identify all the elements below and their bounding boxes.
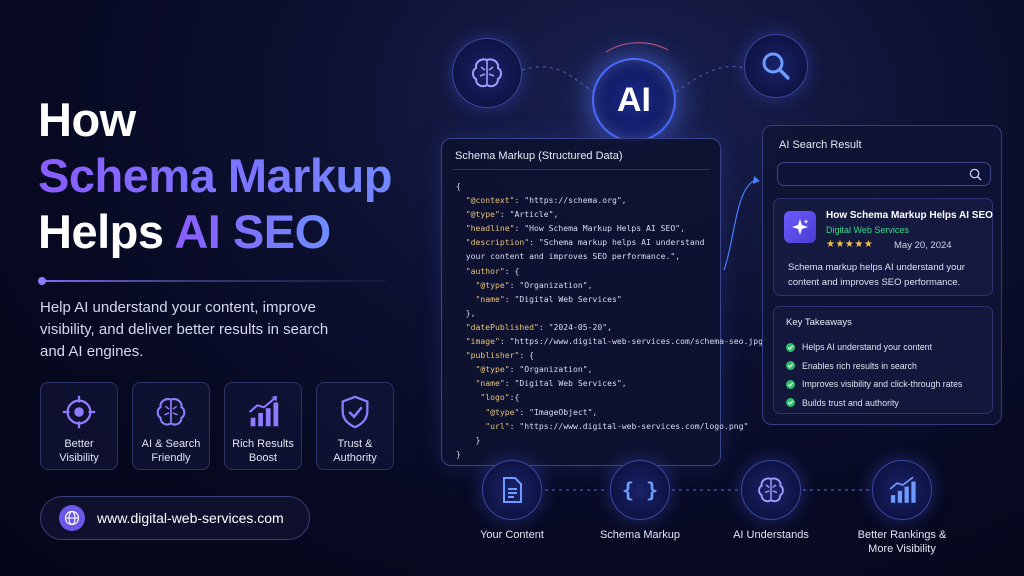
brain-icon — [156, 398, 186, 426]
code-card-title: Schema Markup (Structured Data) — [455, 150, 623, 162]
headline: How Schema Markup Helps AI SEO — [38, 92, 438, 260]
code-line: }, — [456, 307, 476, 318]
subtext: Help AI understand your content, improve… — [40, 299, 329, 360]
ai-orb: AI — [592, 58, 676, 142]
feature-trust-authority: Trust &Authority — [316, 382, 394, 470]
code-line: "@type": "Organization", — [475, 364, 593, 375]
code-line: "publisher": { — [465, 350, 534, 361]
code-line: your content and improves SEO performanc… — [456, 251, 681, 262]
flow-step-schema-icon: { } — [610, 460, 670, 520]
code-line: "@type": "Article", — [465, 209, 559, 220]
flow-label-ai-understands: AI Understands — [733, 529, 809, 541]
check-icon — [786, 379, 795, 389]
feature-label: Trust &Authority — [333, 438, 377, 464]
result-date: May 20, 2024 — [894, 240, 952, 251]
star-rating: ★★★★★ — [826, 239, 874, 250]
headline-line-2: Schema Markup — [38, 148, 438, 204]
check-icon — [786, 361, 795, 371]
growth-chart-icon — [889, 476, 916, 503]
key-takeaways: Key Takeaways Helps AI understand your c… — [773, 306, 993, 414]
headline-line-3: Helps AI SEO — [38, 204, 438, 260]
result-headline[interactable]: How Schema Markup Helps AI SEO — [826, 210, 993, 221]
shield-check-icon — [341, 395, 369, 429]
code-line: "@type": "ImageObject", — [485, 406, 598, 417]
document-icon — [503, 477, 522, 503]
flow-step-rankings-icon — [872, 460, 932, 520]
headline-divider — [40, 280, 386, 282]
list-item: Builds trust and authority — [786, 394, 962, 413]
svg-text:{ }: { } — [623, 478, 657, 502]
sparkle-icon — [784, 211, 816, 243]
search-icon — [969, 168, 982, 181]
schema-code-card: Schema Markup (Structured Data) { "@cont… — [441, 138, 773, 466]
list-item: Enables rich results in search — [786, 357, 962, 376]
list-item: Improves visibility and click-through ra… — [786, 375, 962, 394]
code-line: "author": { — [465, 265, 520, 276]
result-card-title: AI Search Result — [779, 139, 862, 151]
code-line: "description": "Schema markup helps AI u… — [465, 237, 705, 248]
flow-label-your-content: Your Content — [480, 529, 544, 541]
check-icon — [786, 398, 795, 408]
code-line: "headline": "How Schema Markup Helps AI … — [465, 223, 686, 234]
website-link[interactable]: www.digital-web-services.com — [40, 496, 310, 540]
headline-line-3-accent: AI SEO — [174, 205, 331, 258]
flow-step-ai-icon — [741, 460, 801, 520]
brain-icon — [758, 477, 784, 503]
ai-search-result-card: AI Search Result How Schema Markup Helps… — [762, 125, 1002, 425]
website-url: www.digital-web-services.com — [97, 510, 284, 526]
top-brain-circle — [452, 38, 522, 108]
result-description: Schema markup helps AI understand your c… — [788, 262, 965, 288]
code-line: } — [456, 448, 461, 459]
globe-icon — [59, 505, 85, 531]
search-input[interactable] — [777, 162, 991, 186]
braces-icon: { } — [623, 478, 657, 502]
code-line: "image": "https://www.digital-web-servic… — [465, 336, 773, 347]
code-line: "@context": "https://schema.org", — [465, 195, 627, 206]
headline-line-3-prefix: Helps — [38, 205, 175, 258]
code-line: "name": "Digital Web Services" — [475, 293, 622, 304]
flow-label-better-rankings: Better Rankings &More Visibility — [857, 529, 947, 555]
divider-dot — [38, 277, 46, 285]
code-card-divider — [452, 169, 710, 170]
brain-icon — [472, 58, 502, 88]
code-line: } — [456, 434, 481, 445]
schema-code-block: { "@context": "https://schema.org", "@ty… — [456, 179, 773, 461]
flow-step-content-icon — [482, 460, 542, 520]
takeaways-list: Helps AI understand your content Enables… — [786, 338, 962, 412]
code-line: "logo":{ — [480, 392, 520, 403]
code-line: "name": "Digital Web Services", — [475, 378, 627, 389]
top-search-circle — [744, 34, 808, 98]
target-icon — [62, 395, 96, 429]
code-line: { — [456, 181, 461, 191]
search-result-item[interactable]: How Schema Markup Helps AI SEO Digital W… — [773, 198, 993, 296]
code-line: "datePublished": "2024-05-20", — [465, 321, 612, 332]
check-icon — [786, 342, 795, 352]
list-item: Helps AI understand your content — [786, 338, 962, 357]
takeaways-title: Key Takeaways — [786, 317, 852, 328]
headline-line-1: How — [38, 93, 136, 146]
code-line: "url": "https://www.digital-web-services… — [485, 420, 749, 431]
code-line: "@type": "Organization", — [475, 279, 593, 290]
flow-label-schema-markup: Schema Markup — [599, 529, 681, 541]
result-source: Digital Web Services — [826, 225, 909, 235]
search-icon — [762, 52, 790, 80]
bar-chart-icon — [249, 395, 279, 427]
